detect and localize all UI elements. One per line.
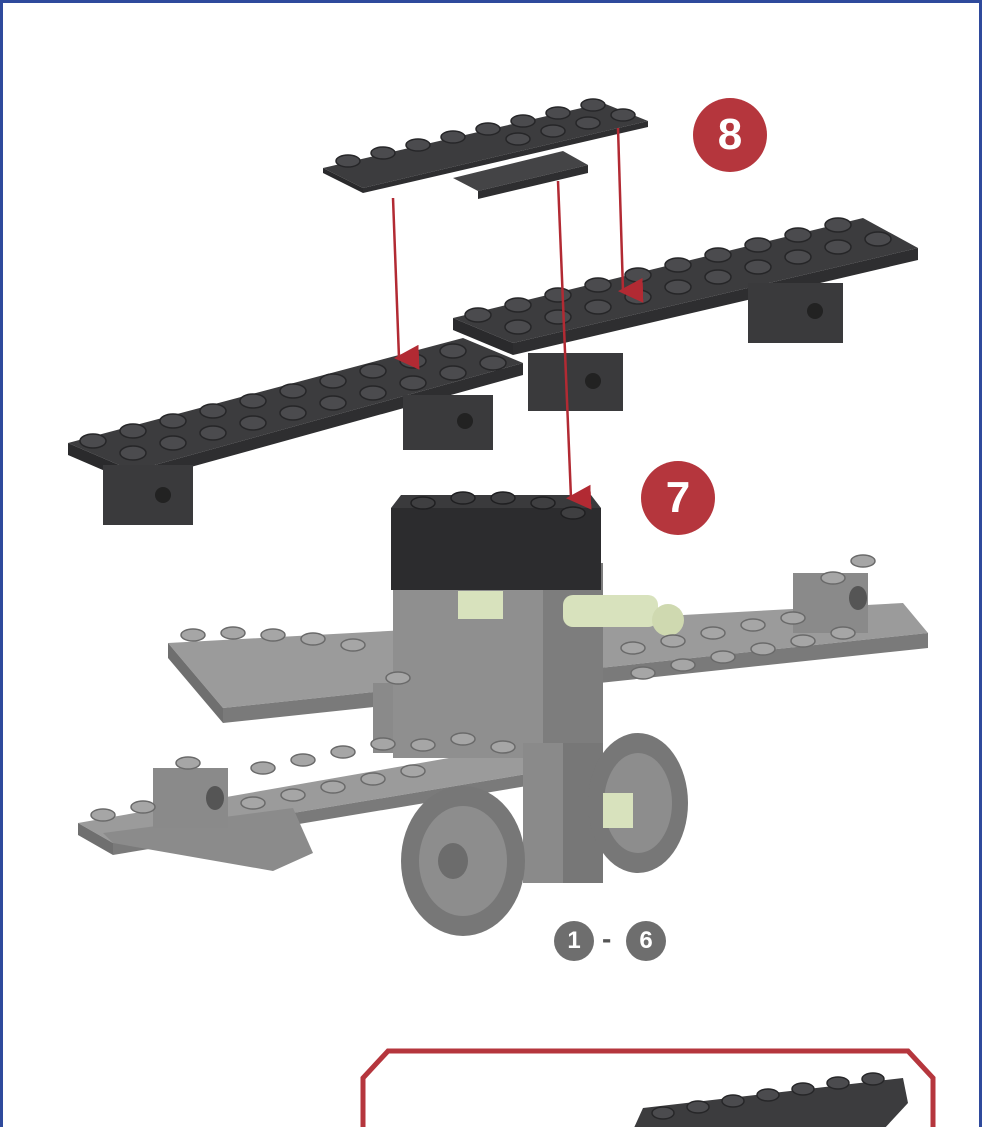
range-start-badge: 1 <box>554 921 594 961</box>
range-end-badge: 6 <box>626 921 666 961</box>
assembly-illustration <box>3 3 982 1127</box>
step-8-badge: 8 <box>693 98 767 172</box>
step-7-badge: 7 <box>641 461 715 535</box>
next-step-callout <box>363 1051 933 1127</box>
base-model <box>78 495 928 936</box>
range-separator: - <box>602 923 611 955</box>
